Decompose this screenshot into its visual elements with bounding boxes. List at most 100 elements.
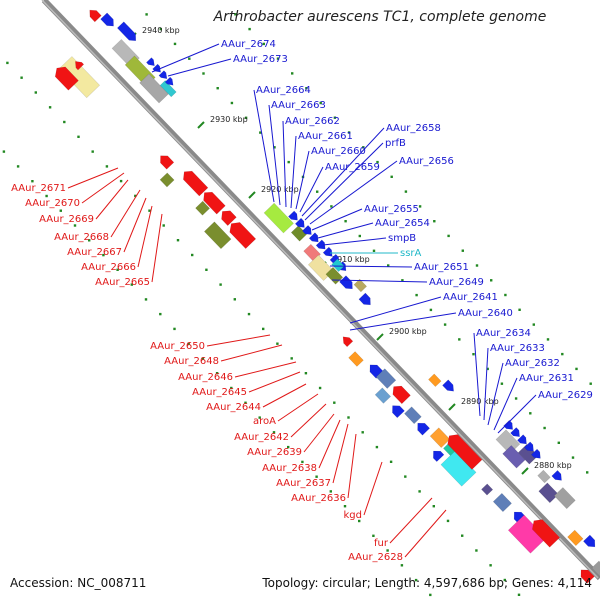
cds-feature-shape (158, 70, 168, 80)
tick-dot (458, 338, 461, 341)
tick-dot (503, 578, 506, 582)
label-leader (311, 208, 363, 231)
cds-feature-shape (392, 385, 411, 405)
tick-dot (390, 175, 393, 178)
tick-dot (461, 534, 464, 537)
cds-feature-shape (510, 427, 520, 438)
cds-feature (553, 487, 576, 510)
tick-dot (273, 146, 276, 149)
cds-feature-shape (551, 470, 562, 481)
tick-dot (329, 490, 332, 493)
cds-feature (322, 246, 333, 257)
tick-dot (543, 426, 546, 430)
cds-feature-shape (358, 292, 371, 306)
cds-feature (567, 529, 584, 547)
tick-dot (376, 160, 379, 164)
cds-feature-shape (315, 239, 326, 250)
tick-dot (490, 279, 493, 282)
cds-feature (510, 427, 520, 438)
cds-feature-shape (331, 258, 345, 273)
tick-dot (59, 209, 62, 212)
cds-feature (203, 221, 232, 250)
tick-dot (215, 372, 219, 375)
tick-dot (234, 13, 237, 16)
gene-label: AAur_2673 (233, 54, 288, 65)
gene-label: AAur_2629 (538, 390, 593, 401)
tick-dot (386, 549, 389, 552)
cds-feature-shape (524, 441, 534, 452)
tick-dot (529, 412, 532, 415)
cds-feature (301, 225, 312, 235)
accession-label: Accession: NC_008711 (10, 576, 147, 590)
label-leader (81, 172, 125, 204)
gene-label: AAur_2638 (262, 463, 317, 474)
cds-feature (517, 434, 527, 445)
gene-label: AAur_2636 (291, 493, 346, 504)
label-leader (95, 179, 129, 220)
genome-backbone-highlight (41, 0, 599, 579)
tick-dot (372, 249, 376, 252)
cds-feature (530, 448, 541, 459)
tick-dot (48, 106, 52, 109)
cds-feature (429, 427, 451, 448)
cds-feature-shape (159, 172, 175, 188)
cds-feature-shape (447, 434, 483, 470)
tick-dot (159, 27, 162, 31)
cds-feature (342, 336, 354, 348)
label-leader (151, 43, 220, 73)
cds-feature-shape (433, 450, 445, 463)
tick-dot (119, 179, 123, 183)
cds-feature (492, 492, 512, 513)
cds-feature (294, 217, 305, 228)
gene-label: AAur_2633 (490, 343, 545, 354)
tick-dot (162, 224, 165, 227)
cds-feature-shape (580, 569, 595, 584)
tick-dot (586, 471, 589, 474)
cds-feature (54, 66, 79, 91)
tick-dot (247, 312, 251, 316)
tick-dot (91, 150, 94, 153)
gene-label: AAur_2659 (325, 162, 380, 173)
tick-dot (333, 116, 337, 119)
cds-feature-shape (221, 210, 237, 226)
cds-feature (288, 210, 298, 221)
tick-dot (16, 165, 20, 168)
gene-label: AAur_2674 (221, 39, 276, 50)
tick-dot (259, 131, 262, 134)
tick-dot (472, 353, 475, 356)
scale-tick (197, 121, 205, 129)
tick-dot (400, 564, 404, 567)
gene-label: AAur_2646 (178, 372, 233, 383)
cds-feature (100, 12, 114, 27)
scale-label: 2920 kbp (261, 185, 299, 194)
label-leader (404, 509, 447, 558)
label-leader (295, 150, 310, 210)
label-leader (206, 334, 271, 347)
cds-feature-shape (290, 225, 308, 242)
tick-dot (244, 401, 247, 404)
tick-dot (262, 327, 265, 331)
gene-label: AAur_2645 (192, 387, 247, 398)
tick-dot (73, 224, 77, 227)
label-leader (497, 394, 537, 434)
cds-feature-shape (183, 170, 209, 197)
tick-dot (344, 220, 347, 223)
label-leader (277, 393, 319, 422)
cds-feature-shape (503, 419, 513, 430)
cds-feature (116, 21, 137, 41)
cds-feature-shape (348, 351, 364, 367)
cds-feature (404, 406, 422, 425)
cds-feature (195, 200, 211, 216)
label-leader (473, 332, 481, 417)
cds-feature (481, 483, 494, 496)
cds-feature-shape (517, 434, 527, 445)
cds-feature (331, 258, 345, 273)
cds-feature (160, 155, 175, 170)
tick-dot (159, 312, 162, 316)
tick-dot (532, 323, 535, 326)
cds-feature-shape (294, 217, 305, 228)
tick-dot (6, 61, 9, 65)
cds-feature (392, 405, 405, 419)
gene-label: AAur_2640 (458, 308, 513, 319)
